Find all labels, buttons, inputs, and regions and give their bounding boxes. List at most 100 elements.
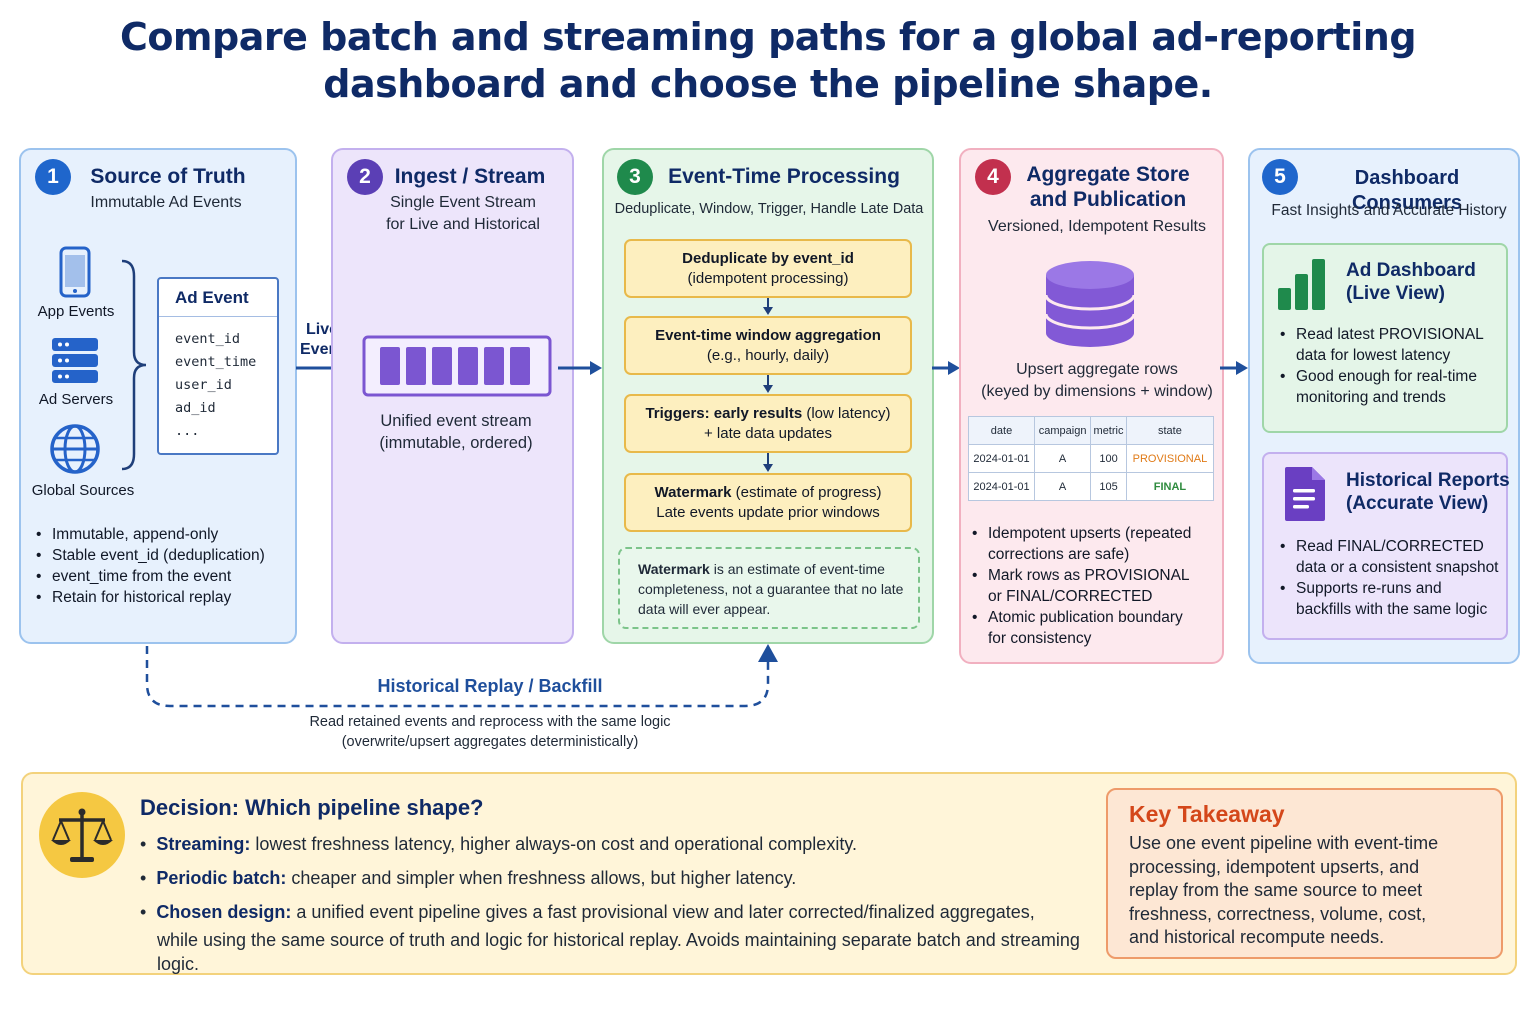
list-item-line2: for consistency bbox=[988, 630, 1092, 647]
list-item-line1: Read FINAL/CORRECTED bbox=[1296, 538, 1484, 555]
server-icon bbox=[52, 338, 98, 383]
event-stream-queue-icon bbox=[362, 335, 552, 397]
col-metric: metric bbox=[1090, 416, 1127, 445]
panel4-bullets: Idempotent upserts (repeatedcorrections … bbox=[972, 523, 1220, 649]
historical-view-title: Historical Reports (Accurate View) bbox=[1346, 469, 1510, 515]
key-takeaway-text: Use one event pipeline with event-time p… bbox=[1129, 832, 1438, 950]
step-watermark-rest: (estimate of progress) bbox=[731, 484, 882, 501]
decision-item-batch: • Periodic batch: cheaper and simpler wh… bbox=[140, 868, 797, 888]
panel4-heading-line2: and Publication bbox=[1029, 188, 1187, 211]
replay-line1: Read retained events and reprocess with … bbox=[309, 714, 671, 730]
panel1-heading: Source of Truth bbox=[90, 165, 246, 188]
historical-view-bullets: Read FINAL/CORRECTED data or a consistent… bbox=[1280, 536, 1506, 620]
field-ellipsis: ... bbox=[175, 423, 200, 439]
database-icon bbox=[1044, 261, 1136, 347]
panel2-subheading: Single Event Stream for Live and Histori… bbox=[355, 192, 571, 236]
step-badge-1: 1 bbox=[35, 159, 71, 195]
decision-item-text: cheaper and simpler when freshness allow… bbox=[286, 868, 797, 888]
title-line-2: dashboard and choose the pipeline shape. bbox=[323, 62, 1213, 106]
list-item: event_time from the event bbox=[36, 566, 294, 587]
step-badge-4: 4 bbox=[975, 159, 1011, 195]
key-takeaway-box bbox=[1106, 788, 1503, 959]
list-item-line1: Atomic publication boundary bbox=[988, 609, 1183, 626]
globe-icon bbox=[50, 424, 100, 474]
watermark-note: Watermark is an estimate of event-time c… bbox=[618, 547, 920, 629]
arrow-down bbox=[763, 298, 773, 315]
list-item-line2: monitoring and trends bbox=[1296, 389, 1446, 406]
title-line-1: Compare batch and streaming paths for a … bbox=[119, 15, 1417, 59]
live-view-title: Ad Dashboard (Live View) bbox=[1346, 259, 1476, 305]
step-triggers-title: Triggers: early results bbox=[645, 405, 803, 422]
panel5-subheading: Fast Insights and Accurate History bbox=[1271, 202, 1507, 219]
step-deduplicate: Deduplicate by event_id (idempotent proc… bbox=[624, 239, 912, 298]
decision-item-label: Chosen design: bbox=[156, 902, 292, 922]
historical-replay-arrow bbox=[145, 644, 778, 708]
step-triggers: Triggers: early results (low latency) + … bbox=[624, 394, 912, 453]
watermark-note-rest: is an estimate of event-time bbox=[709, 561, 885, 577]
ad-event-card: Ad Event event_id event_time user_id ad_… bbox=[157, 277, 279, 455]
page-title: Compare batch and streaming paths for a … bbox=[0, 14, 1536, 108]
step-badge-2: 2 bbox=[347, 159, 383, 195]
step-badge-5: 5 bbox=[1262, 159, 1298, 195]
decision-item-streaming: • Streaming: lowest freshness latency, h… bbox=[140, 834, 857, 854]
takeaway-line: freshness, correctness, volume, cost, bbox=[1129, 903, 1427, 924]
cell: 100 bbox=[1090, 444, 1127, 473]
panel1-bullets: Immutable, append-only Stable event_id (… bbox=[36, 524, 294, 608]
list-item-line1: Supports re-runs and bbox=[1296, 580, 1442, 597]
panel5-heading: Dashboard Consumers bbox=[1351, 167, 1463, 214]
decision-item-label: Periodic batch: bbox=[156, 868, 287, 888]
aggregate-table: date campaign metric state 2024-01-01 A … bbox=[967, 416, 1215, 501]
takeaway-line: and historical recompute needs. bbox=[1129, 927, 1385, 947]
source-bracket bbox=[121, 259, 147, 471]
arrow-store-to-consumers bbox=[1220, 361, 1248, 375]
field-user-id: user_id bbox=[175, 377, 232, 393]
list-item-line2: data or a consistent snapshot bbox=[1296, 559, 1499, 576]
app-events-label: App Events bbox=[37, 303, 115, 320]
stream-caption: Unified event stream (immutable, ordered… bbox=[340, 410, 572, 454]
panel1-subheading: Immutable Ad Events bbox=[90, 194, 242, 211]
list-item-line2: corrections are safe) bbox=[988, 546, 1130, 563]
field-event-time: event_time bbox=[175, 354, 257, 370]
replay-description: Read retained events and reprocess with … bbox=[260, 712, 720, 752]
col-campaign: campaign bbox=[1034, 416, 1092, 445]
panel2-subheading-line1: Single Event Stream bbox=[390, 194, 536, 211]
list-item-line2: backfills with the same logic bbox=[1296, 601, 1488, 618]
db-caption-line2: (keyed by dimensions + window) bbox=[981, 383, 1213, 400]
document-icon bbox=[1285, 467, 1325, 521]
cell: 105 bbox=[1090, 472, 1127, 501]
step-triggers-rest: (low latency) bbox=[802, 405, 891, 422]
cell: A bbox=[1034, 472, 1092, 501]
table-header-row: date campaign metric state bbox=[967, 416, 1215, 445]
panel3-heading: Event-Time Processing bbox=[668, 165, 900, 188]
decision-heading: Decision: Which pipeline shape? bbox=[140, 795, 484, 820]
live-view-title-line2: (Live View) bbox=[1346, 283, 1445, 304]
panel4-subheading: Versioned, Idempotent Results bbox=[988, 218, 1206, 235]
takeaway-line: processing, idempotent upserts, and bbox=[1129, 856, 1420, 877]
list-item: Atomic publication boundary for consisten… bbox=[972, 607, 1220, 649]
takeaway-line: replay from the same source to meet bbox=[1129, 880, 1423, 900]
replay-title: Historical Replay / Backfill bbox=[377, 676, 603, 696]
stream-caption-line2: (immutable, ordered) bbox=[379, 434, 533, 452]
list-item: Good enough for real-time monitoring and … bbox=[1280, 366, 1506, 408]
arrow-down bbox=[763, 375, 773, 393]
live-view-bullets: Read latest PROVISIONAL data for lowest l… bbox=[1280, 324, 1506, 408]
step-window-aggregation: Event-time window aggregation (e.g., hou… bbox=[624, 316, 912, 375]
list-item: Read latest PROVISIONAL data for lowest l… bbox=[1280, 324, 1506, 366]
decision-item-label: Streaming: bbox=[156, 834, 251, 854]
field-event-id: event_id bbox=[175, 331, 241, 347]
table-row: 2024-01-01 A 100 PROVISIONAL bbox=[967, 444, 1215, 473]
list-item-line1: Read latest PROVISIONAL bbox=[1296, 326, 1484, 343]
list-item: Supports re-runs and backfills with the s… bbox=[1280, 578, 1506, 620]
list-item-line2: or FINAL/CORRECTED bbox=[988, 588, 1153, 605]
historical-view-title-line1: Historical Reports bbox=[1346, 470, 1510, 491]
list-item-line2: data for lowest latency bbox=[1296, 347, 1451, 364]
list-item: Immutable, append-only bbox=[36, 524, 294, 545]
historical-view-title-line2: (Accurate View) bbox=[1346, 493, 1489, 514]
col-state: state bbox=[1125, 416, 1215, 445]
arrow-processing-to-store bbox=[932, 361, 960, 375]
list-item-line1: Good enough for real-time bbox=[1296, 368, 1477, 385]
panel4-heading: Aggregate Store and Publication bbox=[1020, 162, 1196, 212]
db-caption: Upsert aggregate rows (keyed by dimensio… bbox=[962, 359, 1232, 403]
list-item: Read FINAL/CORRECTED data or a consistent… bbox=[1280, 536, 1506, 578]
field-ad-id: ad_id bbox=[175, 400, 216, 416]
